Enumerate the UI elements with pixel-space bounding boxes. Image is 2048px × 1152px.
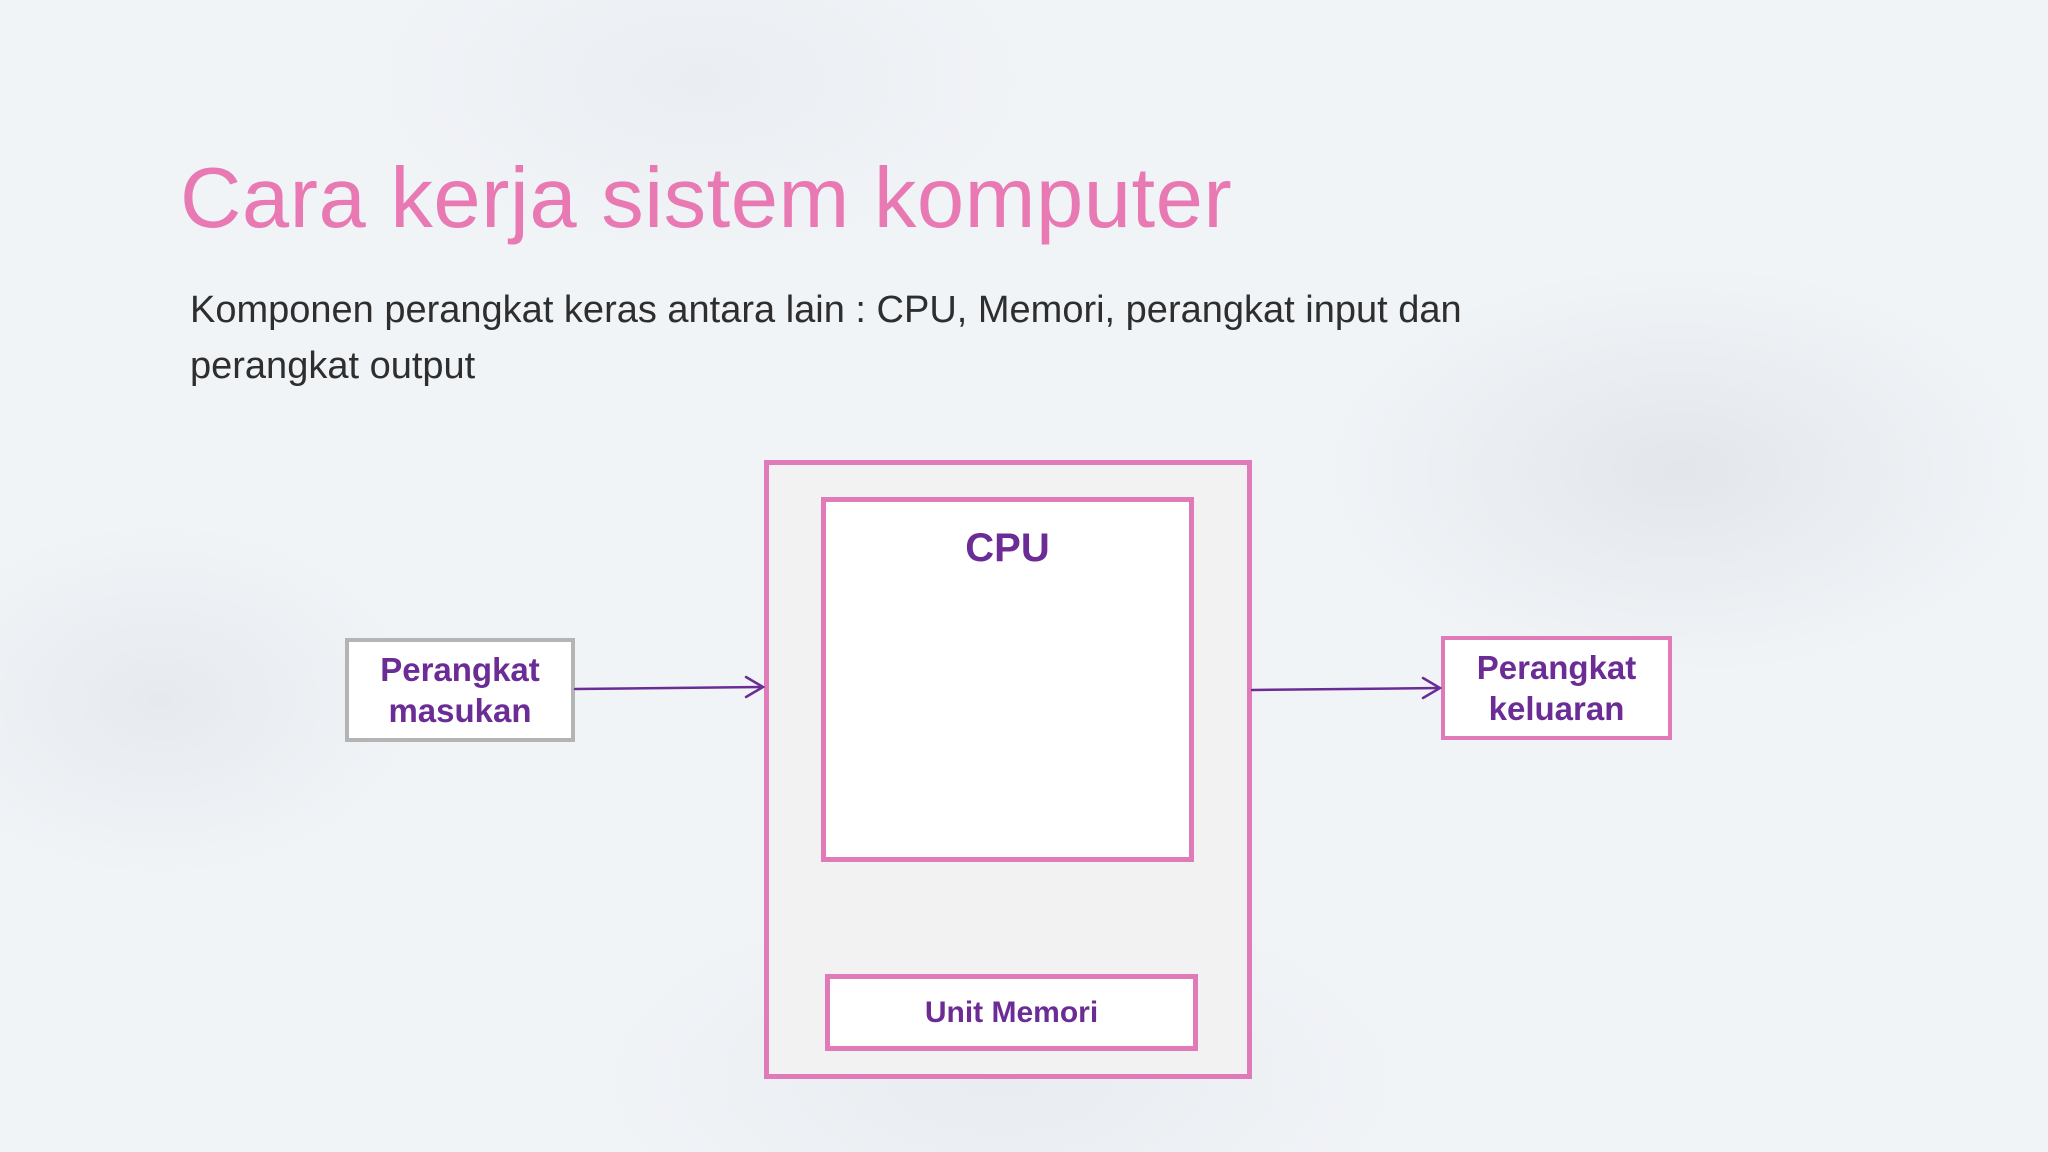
cpu-label: CPU (965, 526, 1050, 570)
slide-title: Cara kerja sistem komputer (180, 151, 1233, 246)
system-to-output-arrow (1250, 676, 1443, 700)
output-device-label: Perangkat keluaran (1476, 649, 1637, 727)
slide-subtitle: Komponen perangkat keras antara lain : C… (190, 289, 1462, 387)
input-to-system-arrow (573, 675, 766, 699)
memory-unit-box: Unit Memori (825, 974, 1198, 1051)
input-device-box: Perangkat masukan (345, 638, 575, 742)
cpu-box: CPU (821, 497, 1194, 862)
input-device-label: Perangkat masukan (380, 651, 540, 729)
memory-unit-label: Unit Memori (924, 995, 1099, 1029)
output-device-box: Perangkat keluaran (1441, 636, 1672, 740)
